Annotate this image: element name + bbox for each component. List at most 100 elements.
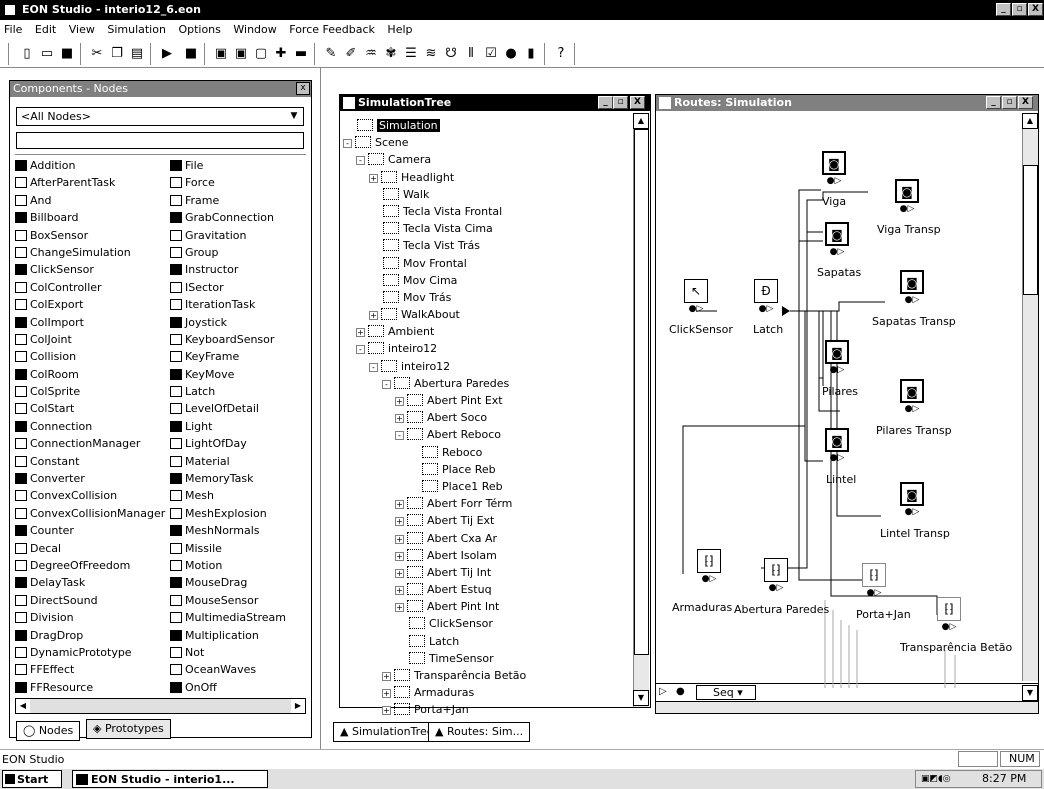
expand-icon[interactable]: + (356, 328, 365, 338)
expand-icon[interactable]: + (369, 173, 378, 183)
node-item[interactable]: KeyFrame (170, 348, 286, 365)
tree-item[interactable]: +Abert Pint Ext (343, 392, 628, 409)
node-item[interactable]: Group (170, 244, 286, 261)
node-item[interactable]: Billboard (15, 209, 165, 226)
expand-icon[interactable]: + (395, 568, 404, 578)
tree-item[interactable]: -Camera (343, 151, 628, 168)
tree-item[interactable]: Place1 Reb (343, 478, 628, 495)
close-button[interactable]: X (1028, 3, 1043, 16)
tree-item[interactable]: Tecla Vista Cima (343, 220, 628, 237)
flower-icon[interactable]: ✾ (385, 46, 397, 61)
routes-minimize-button[interactable]: _ (986, 96, 1001, 109)
tree-item[interactable]: +WalkAbout (343, 306, 628, 323)
tree-close-button[interactable]: X (630, 96, 645, 109)
menu-help[interactable]: Help (387, 23, 413, 36)
node-item[interactable]: IterationTask (170, 296, 286, 313)
scroll-down-icon[interactable]: ▼ (1022, 685, 1038, 701)
routes-vertical-scrollbar[interactable]: ▲ (1022, 113, 1038, 681)
node-item[interactable]: Material (170, 453, 286, 470)
node-item[interactable]: AfterParentTask (15, 174, 165, 191)
node-item[interactable]: Missile (170, 540, 286, 557)
tree-item[interactable]: -inteiro12 (343, 340, 628, 357)
window-icon[interactable]: ▢ (254, 46, 268, 61)
route-node-clicksensor[interactable]: ↖●▷ (684, 279, 708, 315)
node-item[interactable]: MouseDrag (170, 574, 286, 591)
help-icon[interactable]: ? (557, 46, 565, 61)
expand-icon[interactable]: + (395, 397, 404, 406)
tree-item[interactable]: +Porta+Jan (343, 701, 628, 718)
node-item[interactable]: Connection (15, 418, 165, 435)
expand-icon[interactable]: + (369, 311, 378, 321)
node-item[interactable]: DelayTask (15, 574, 165, 591)
node-item[interactable]: OnOff (170, 679, 286, 696)
open-folder-icon[interactable]: ▭ (40, 46, 54, 61)
expand-icon[interactable]: + (382, 689, 391, 699)
tab-nodes[interactable]: ◯ Nodes (16, 721, 81, 741)
tree-item[interactable]: Tecla Vist Trás (343, 237, 628, 254)
tree-item[interactable]: +Abert Isolam (343, 547, 628, 564)
node-item[interactable]: ColExport (15, 296, 165, 313)
scroll-left-icon[interactable]: ◀ (16, 699, 30, 713)
menu-file[interactable]: File (4, 23, 23, 36)
horizontal-scrollbar[interactable]: ◀ ▶ (15, 698, 306, 714)
start-button[interactable]: Start (2, 770, 62, 788)
node-item[interactable]: Decal (15, 540, 165, 557)
tree-vertical-scrollbar[interactable]: ▲ ▼ (633, 113, 649, 707)
play-icon[interactable]: ▶ (162, 46, 172, 61)
brush-icon[interactable]: ✐ (345, 46, 357, 61)
menu-edit[interactable]: Edit (34, 23, 57, 36)
route-node-lintel-transp[interactable]: ◙●▷ (900, 482, 924, 518)
route-node-porta-jan[interactable]: ⁅⁆●▷ (862, 563, 886, 599)
tool-icon[interactable]: ✎ (325, 46, 337, 61)
route-node-sapatas[interactable]: ◙●▷ (825, 222, 849, 258)
tree-item[interactable]: Place Reb (343, 461, 628, 478)
node-item[interactable]: ColSprite (15, 383, 165, 400)
node-item[interactable]: DirectSound (15, 592, 165, 609)
node-item[interactable]: ConvexCollision (15, 487, 165, 504)
tree-minimize-button[interactable]: _ (598, 96, 613, 109)
tree-item[interactable]: TimeSensor (343, 650, 628, 667)
tree-item[interactable]: Mov Frontal (343, 255, 628, 272)
node-search-input[interactable] (16, 132, 304, 149)
node-item[interactable]: FFResource (15, 679, 165, 696)
chevron-down-icon[interactable]: ▼ (290, 111, 298, 121)
route-node-sapatas-transp[interactable]: ◙●▷ (900, 270, 924, 306)
node-item[interactable]: File (170, 157, 286, 174)
tree-item[interactable]: +Abert Cxa Ar (343, 530, 628, 547)
tree-item[interactable]: -inteiro12 (343, 358, 628, 375)
tree-item[interactable]: ClickSensor (343, 615, 628, 632)
checkbox-icon[interactable]: ☑ (485, 46, 497, 61)
cut-icon[interactable]: ✂ (91, 46, 103, 61)
sliders-icon[interactable]: ⫴ (468, 46, 474, 61)
tree-item[interactable]: -Abertura Paredes (343, 375, 628, 392)
menu-simulation[interactable]: Simulation (107, 23, 166, 36)
expand-icon[interactable]: + (395, 603, 404, 613)
node-item[interactable]: Frame (170, 192, 286, 209)
node-item[interactable]: ColController (15, 279, 165, 296)
paste-icon[interactable]: ▤ (130, 46, 144, 61)
splitter[interactable] (320, 68, 321, 749)
route-node-viga-transp[interactable]: ◙●▷ (895, 179, 919, 215)
port-out-icon[interactable]: ▷ (659, 686, 667, 697)
expand-icon[interactable]: + (395, 500, 404, 510)
port-in-icon[interactable]: ● (676, 686, 685, 697)
node-item[interactable]: FFEffect (15, 661, 165, 678)
node-item[interactable]: ColStart (15, 400, 165, 417)
node-item[interactable]: Instructor (170, 261, 286, 278)
node-item[interactable]: Latch (170, 383, 286, 400)
tree-item[interactable]: +Abert Pint Int (343, 598, 628, 615)
node-item[interactable]: Addition (15, 157, 165, 174)
node-item[interactable]: And (15, 192, 165, 209)
tree-item[interactable]: +Armaduras (343, 684, 628, 701)
node-item[interactable]: ColImport (15, 314, 165, 331)
node-item[interactable]: OceanWaves (170, 661, 286, 678)
expand-icon[interactable]: + (395, 414, 404, 424)
menu-force-feedback[interactable]: Force Feedback (289, 23, 375, 36)
node-item[interactable]: Counter (15, 522, 165, 539)
node-item[interactable]: Converter (15, 470, 165, 487)
scroll-thumb[interactable] (634, 129, 649, 655)
menu-view[interactable]: View (68, 23, 95, 36)
collapse-icon[interactable]: - (356, 345, 365, 355)
tree-item[interactable]: Latch (343, 633, 628, 650)
node-filter-dropdown[interactable]: <All Nodes> ▼ (16, 107, 304, 126)
